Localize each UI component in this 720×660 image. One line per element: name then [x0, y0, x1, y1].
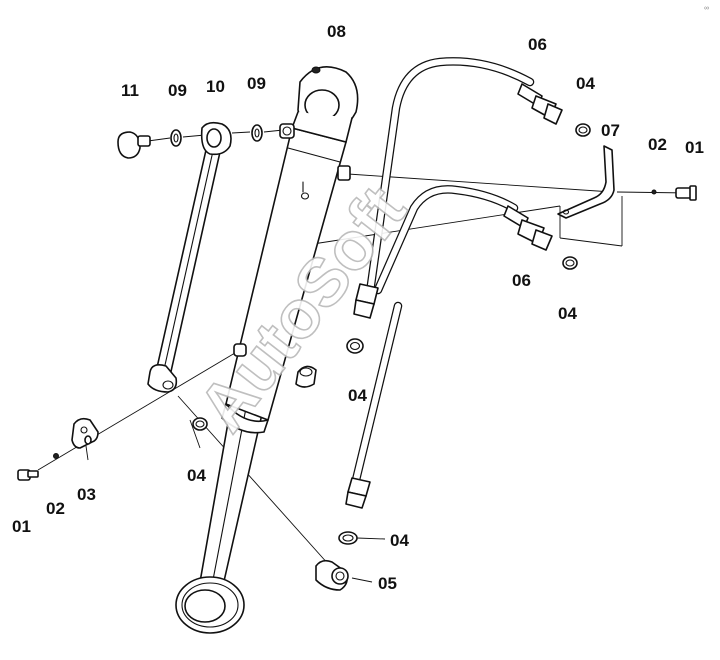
corner-mark: ∞	[704, 5, 709, 12]
part-label-01-left: 01	[12, 517, 31, 536]
spacer-bushing	[233, 343, 247, 357]
bracket-part-07	[557, 145, 615, 219]
part-label-06-top: 06	[528, 35, 547, 54]
part-label-10: 10	[206, 77, 225, 96]
part-label-04-bottom: 04	[390, 531, 409, 550]
part-label-04-left: 04	[187, 466, 206, 485]
leader-lines	[37, 129, 691, 583]
part-label-11: 11	[121, 81, 139, 100]
part-label-09-right: 09	[247, 74, 266, 93]
elbow-fitting-part-05	[315, 559, 349, 591]
part-label-01-right: 01	[685, 138, 704, 157]
part-label-04-center: 04	[348, 386, 367, 405]
part-label-09: 09	[168, 81, 187, 100]
hose-short	[373, 185, 519, 295]
hose-fittings-part-06	[503, 83, 563, 251]
washers-part-09	[170, 124, 263, 147]
part-label-03: 03	[77, 485, 96, 504]
clamp-part-03	[71, 417, 99, 449]
part-label-02-left: 02	[46, 499, 65, 518]
hose-long	[351, 57, 535, 485]
bolt-upper-part-01	[651, 185, 697, 201]
hydraulic-cylinder	[175, 66, 359, 634]
o-rings-part-04	[192, 123, 591, 545]
pin-bolt-part-11	[117, 131, 151, 159]
link-rod-part-10	[147, 121, 232, 393]
part-label-06-mid: 06	[512, 271, 531, 290]
part-label-04-top: 04	[576, 74, 595, 93]
part-label-08: 08	[327, 22, 346, 41]
part-labels: 11 09 10 09 08 06 04 07 02 01 06 04 04 0…	[12, 22, 704, 593]
bolt-lower-part-01	[17, 453, 59, 481]
part-label-04-right: 04	[558, 304, 577, 323]
hose-end-fittings	[345, 283, 379, 509]
part-label-07: 07	[601, 121, 620, 140]
part-label-02-right: 02	[648, 135, 667, 154]
part-label-05: 05	[378, 574, 397, 593]
